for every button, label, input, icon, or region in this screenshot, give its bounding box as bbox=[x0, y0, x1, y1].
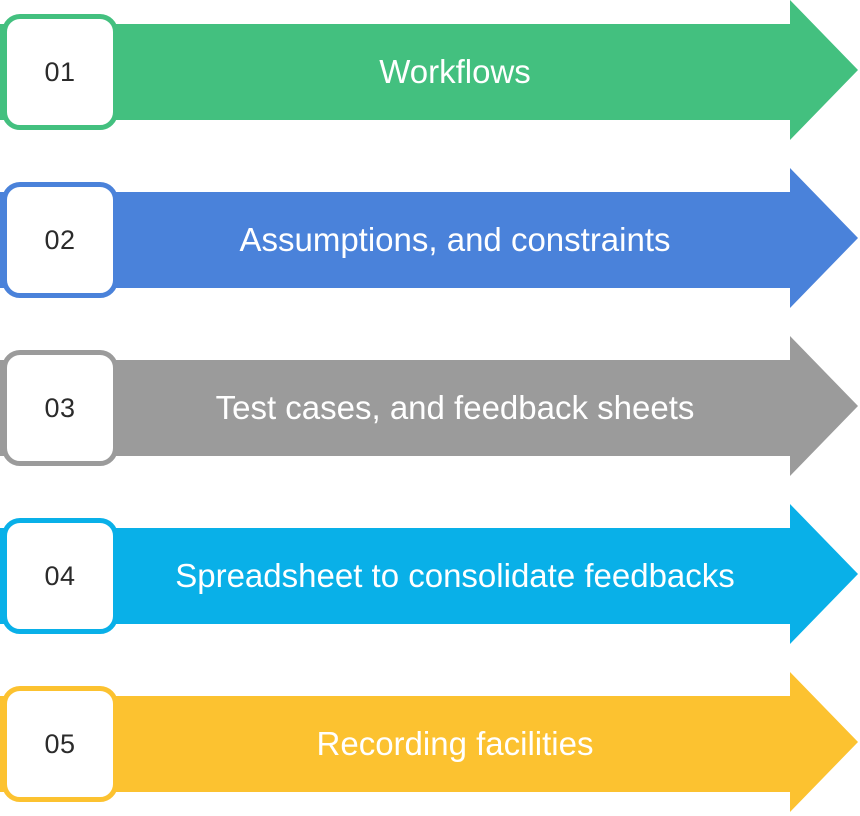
arrow-label: Assumptions, and constraints bbox=[120, 192, 790, 288]
arrow-body bbox=[0, 504, 858, 644]
arrow-label-text: Recording facilities bbox=[316, 725, 594, 763]
arrow-body bbox=[0, 672, 858, 812]
arrow-shape bbox=[0, 672, 858, 812]
step-number-badge: 04 bbox=[2, 518, 118, 634]
arrow-label: Workflows bbox=[120, 24, 790, 120]
step-number-text: 01 bbox=[44, 56, 76, 87]
arrow-label-text: Workflows bbox=[379, 53, 531, 91]
step-number-text: 05 bbox=[44, 728, 76, 759]
arrow-label: Recording facilities bbox=[120, 696, 790, 792]
arrow-label-text: Test cases, and feedback sheets bbox=[215, 389, 695, 427]
step-number-text: 04 bbox=[44, 560, 76, 591]
arrow-label: Test cases, and feedback sheets bbox=[120, 360, 790, 456]
arrow-label-text: Assumptions, and constraints bbox=[239, 221, 671, 259]
step-number-badge: 01 bbox=[2, 14, 118, 130]
arrow-label-text: Spreadsheet to consolidate feedbacks bbox=[175, 557, 735, 595]
arrow-body bbox=[0, 336, 858, 476]
step-number-badge: 02 bbox=[2, 182, 118, 298]
arrow-step-02: Assumptions, and constraints 02 bbox=[0, 168, 860, 308]
arrow-body bbox=[0, 0, 858, 140]
step-number-text: 02 bbox=[44, 224, 76, 255]
step-number-text: 03 bbox=[44, 392, 76, 423]
arrow-step-05: Recording facilities 05 bbox=[0, 672, 860, 812]
arrow-shape bbox=[0, 0, 858, 140]
step-number-badge: 05 bbox=[2, 686, 118, 802]
arrow-shape bbox=[0, 336, 858, 476]
arrow-label: Spreadsheet to consolidate feedbacks bbox=[120, 528, 790, 624]
arrow-body bbox=[0, 168, 858, 308]
arrow-step-03: Test cases, and feedback sheets 03 bbox=[0, 336, 860, 476]
step-number-badge: 03 bbox=[2, 350, 118, 466]
arrow-shape bbox=[0, 168, 858, 308]
arrow-step-04: Spreadsheet to consolidate feedbacks 04 bbox=[0, 504, 860, 644]
arrow-shape bbox=[0, 504, 858, 644]
arrow-step-01: Workflows 01 bbox=[0, 0, 860, 140]
